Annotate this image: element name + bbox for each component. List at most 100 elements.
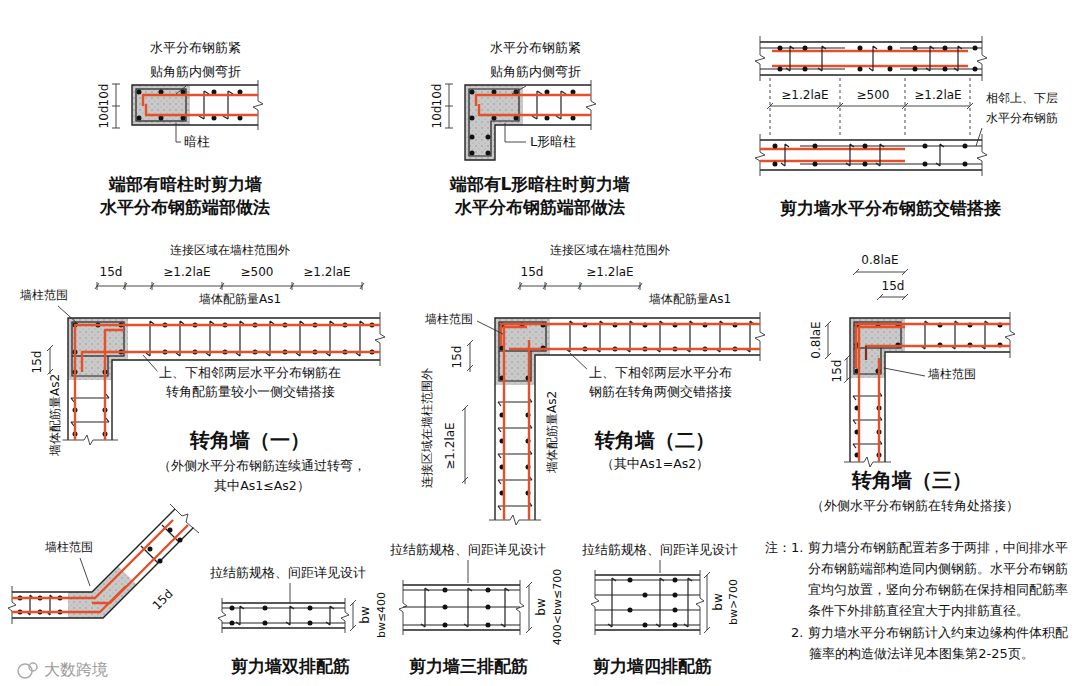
corner-wall-two — [462, 282, 765, 525]
callout-label: 连接区域在墙柱范围外 — [170, 243, 290, 258]
drawing-line — [786, 46, 962, 71]
dimension-label: 10d — [430, 106, 445, 129]
dimension-line — [477, 321, 503, 334]
callout-label: 墙柱范围 — [928, 367, 976, 382]
dimension-line — [586, 80, 596, 130]
dimension-label: bw — [358, 606, 373, 623]
dimension-line — [218, 598, 349, 633]
dimension-line — [399, 580, 524, 635]
dimension-line — [47, 345, 53, 376]
caption-title: 剪力墙三排配筋 — [409, 656, 528, 677]
dimension-line — [844, 312, 1015, 467]
dimension-label: ≥500 — [241, 265, 274, 280]
drawing-line — [760, 42, 982, 75]
dimension-label: 400<bw≤700 — [551, 569, 565, 645]
two-row-section — [218, 583, 356, 633]
caption-note: （其中As1=As2） — [601, 456, 710, 472]
dimension-label: bw — [534, 598, 549, 615]
caption-title: 剪力墙四排配筋 — [593, 656, 712, 677]
bar-dot — [775, 146, 965, 164]
dimension-line — [884, 368, 925, 376]
drawing-line — [68, 318, 380, 440]
dimension-line — [95, 282, 364, 290]
dimension-label: ≥1.2laE — [303, 265, 350, 280]
rebar-line — [856, 324, 1010, 462]
dimension-line — [290, 583, 291, 603]
drawing-line — [853, 392, 882, 448]
caption-title: 剪力墙水平分布钢筋交错搭接 — [780, 198, 1001, 219]
callout-label: 上、下相邻两层水平分布钢筋在 转角配筋量较小一侧交错搭接 — [158, 363, 343, 401]
drawing-line — [403, 590, 520, 625]
dimension-label: ≥1.2laE — [163, 265, 210, 280]
three-row-section — [399, 560, 532, 635]
dimension-line — [143, 355, 158, 372]
icon-shape — [18, 664, 32, 678]
dimension-line — [853, 269, 908, 275]
corner-wall-one — [47, 282, 385, 445]
bar-dot — [232, 608, 310, 623]
dimension-label: 15d — [882, 279, 905, 294]
rebar-line — [760, 149, 905, 161]
dimension-line — [58, 306, 78, 324]
dimension-line — [660, 560, 661, 573]
drawing-line — [781, 144, 944, 166]
rebar-line — [772, 51, 968, 66]
dimension-line — [112, 84, 120, 128]
drawing-line — [421, 588, 509, 627]
drawing-line — [760, 140, 982, 170]
dimension-label: ≥500 — [857, 88, 890, 103]
dimension-line — [350, 600, 356, 631]
staggered-lap-detail — [755, 36, 987, 176]
dimension-label: ≥1.2laE — [586, 265, 633, 280]
dimension-line — [253, 80, 263, 130]
caption-title: 转角墙（一） — [190, 428, 310, 453]
dimension-line — [62, 312, 385, 445]
dimension-label: bw>700 — [727, 579, 741, 625]
drawing-line — [865, 346, 866, 360]
caption-title: 剪力墙双排配筋 — [231, 656, 350, 677]
dimension-line — [704, 572, 710, 633]
caption-title: 转角墙（三） — [852, 468, 972, 493]
extension-line — [770, 78, 970, 138]
callout-label: 墙柱范围 — [20, 288, 68, 303]
dimension-line — [755, 134, 987, 176]
dimension-label: 10d — [97, 84, 112, 107]
icon-shape — [29, 663, 37, 671]
callout-label: 拉结筋规格、间距详见设计 — [582, 542, 738, 558]
end-column-detail — [112, 80, 263, 142]
dimension-line — [526, 582, 532, 633]
callout-label: 墙体配筋量As1 — [649, 292, 731, 307]
drawing-line — [850, 318, 1010, 462]
dimension-line — [176, 123, 181, 142]
bar-dot — [780, 48, 975, 69]
callout-label: 相邻上、下层 水平分布钢筋 — [986, 88, 1061, 128]
dimension-line — [80, 558, 90, 586]
watermark-icon — [18, 663, 37, 678]
dimension-label: 15d — [30, 351, 45, 374]
dimension-line — [8, 504, 199, 624]
rebar-line — [75, 325, 380, 440]
bar-dot — [630, 580, 675, 625]
note-text: 2. 剪力墙水平分布钢筋计入约束边缘构件体积配箍率的构造做法详见本图集第2-25… — [791, 622, 1073, 664]
drawing-line — [595, 580, 700, 625]
callout-label: 墙体配筋量As2 — [48, 374, 63, 456]
rebar-line — [501, 324, 760, 520]
drawing-line — [465, 85, 591, 160]
drawing-line — [236, 606, 334, 625]
rebar-line — [476, 95, 591, 115]
callout-label: 墙柱范围 — [45, 540, 93, 555]
bar-dot — [75, 325, 372, 434]
dimension-line — [176, 86, 186, 94]
dimension-label: 10d — [430, 84, 445, 107]
dimension-label: ≥1.2laE — [781, 88, 828, 103]
caption-title: 端部有L形暗柱时剪力墙 水平分布钢筋端部做法 — [448, 173, 632, 219]
dimension-label: 15d — [150, 587, 177, 614]
dimension-label: ≥1.2laE — [443, 422, 458, 469]
dimension-line — [505, 123, 526, 142]
drawing-line — [495, 318, 760, 520]
drawing-line — [403, 585, 520, 630]
drawing-line — [222, 603, 345, 628]
callout-label: L形暗柱 — [530, 134, 576, 150]
bar-dot — [445, 590, 488, 625]
callout-label: 拉结筋规格、间距详见设计 — [210, 565, 366, 581]
